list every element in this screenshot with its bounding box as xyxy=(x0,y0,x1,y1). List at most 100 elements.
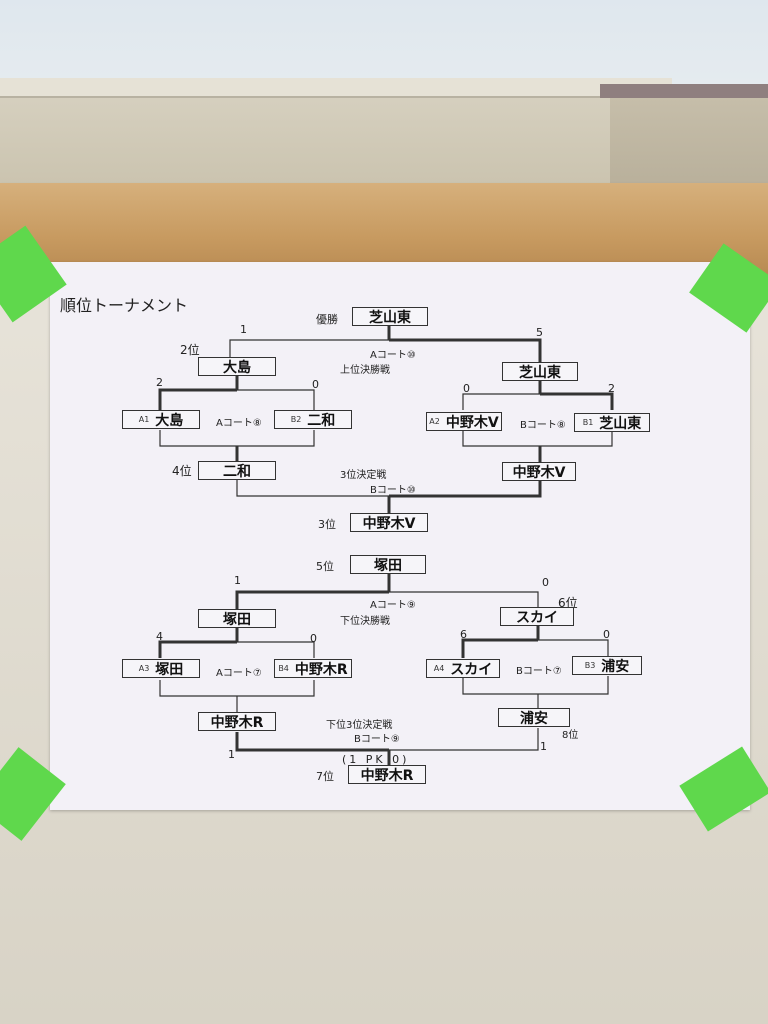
eighth-label: 8位 xyxy=(562,730,579,741)
sheet-title: 順位トーナメント xyxy=(60,296,189,315)
lower-semi-left-box: 塚田 xyxy=(198,609,276,628)
line-upper-final-right xyxy=(389,338,542,362)
champion-team: 芝山東 xyxy=(369,309,411,326)
line-a4 xyxy=(461,638,538,658)
b1-team: 芝山東 xyxy=(599,415,642,432)
a2-team: 中野木V xyxy=(445,414,499,431)
seventh-box: 中野木R xyxy=(348,765,426,784)
line-b3 xyxy=(538,639,609,656)
semi-left-winner-box: 大島 xyxy=(198,357,276,376)
lower-loser-right-box: 浦安 xyxy=(498,708,570,727)
lower-final-court: Aコート⑨ xyxy=(370,600,416,611)
line-b2 xyxy=(237,389,315,410)
fifth-label: 5位 xyxy=(316,560,334,573)
lower-playoff-label: 下位3位決定戦 xyxy=(326,720,393,731)
a3-score: 4 xyxy=(156,630,163,643)
a4-score: 6 xyxy=(460,628,467,641)
line-third-right xyxy=(389,480,542,498)
playoff-score-left: 1 xyxy=(228,748,235,761)
upper-final-label: 上位決勝戦 xyxy=(340,365,390,376)
upper-court-right: Bコート⑧ xyxy=(520,420,566,431)
a4-team: スカイ xyxy=(450,661,493,678)
a2-score: 0 xyxy=(463,382,470,395)
semi-right-loser-box: 中野木V xyxy=(502,462,576,481)
line-playoff-left xyxy=(235,732,389,752)
lower-semi-right-box: スカイ xyxy=(500,607,574,626)
a3-team: 塚田 xyxy=(155,661,184,678)
semi-right-winner-box: 芝山東 xyxy=(502,362,578,381)
lower-loser-right: 浦安 xyxy=(520,710,548,727)
line-playoff-right xyxy=(389,728,539,751)
line-third-left xyxy=(236,480,389,497)
lower-court-left: Aコート⑦ xyxy=(216,668,262,679)
upper-final-score-right: 5 xyxy=(536,326,543,339)
third-playoff-court: Bコート⑩ xyxy=(370,485,416,496)
fourth-team: 二和 xyxy=(223,463,251,480)
lower-semi-right-winner: スカイ xyxy=(516,609,558,626)
upper-court-left: Aコート⑧ xyxy=(216,418,262,429)
line-a3 xyxy=(158,640,237,658)
runner-up-label: 2位 xyxy=(180,343,200,357)
pk-note: (1 PK 0) xyxy=(342,753,410,766)
lower-playoff-court: Bコート⑨ xyxy=(354,734,400,745)
fourth-label: 4位 xyxy=(172,464,192,478)
line-lower-right-bottom xyxy=(462,676,609,695)
semi-right-loser: 中野木V xyxy=(512,464,566,481)
third-team: 中野木V xyxy=(362,515,416,532)
line-a2 xyxy=(462,393,540,410)
third-label: 3位 xyxy=(318,518,336,531)
line-upper-right-bottom xyxy=(462,430,613,447)
fourth-box: 二和 xyxy=(198,461,276,480)
bracket-paper xyxy=(50,262,750,810)
playoff-score-right: 1 xyxy=(540,740,547,753)
lower-loser-left: 中野木R xyxy=(210,714,264,731)
lower-final-label: 下位決勝戦 xyxy=(340,616,390,627)
building xyxy=(0,78,640,198)
champion-label: 優勝 xyxy=(316,313,338,326)
sixth-label: 6位 xyxy=(558,596,578,610)
a1-team: 大島 xyxy=(155,412,184,429)
building-roof xyxy=(0,78,672,98)
third-box: 中野木V xyxy=(350,513,428,532)
semi-right-winner: 芝山東 xyxy=(519,364,561,381)
seventh-team: 中野木R xyxy=(360,767,414,784)
champion-box: 芝山東 xyxy=(352,307,428,326)
lower-final-score-right: 0 xyxy=(542,576,549,589)
b4-team: 中野木R xyxy=(294,661,348,678)
line-b1 xyxy=(540,392,614,410)
b2-score: 0 xyxy=(312,378,319,391)
line-lower-left-bottom xyxy=(159,680,315,697)
upper-final-court: Aコート⑩ xyxy=(370,350,416,361)
wooden-beam xyxy=(0,183,768,275)
lower-loser-left-box: 中野木R xyxy=(198,712,276,731)
lower-semi-left-winner: 塚田 xyxy=(223,611,251,628)
b2-team: 二和 xyxy=(307,412,336,429)
line-a1 xyxy=(158,388,237,410)
line-upper-left-bottom xyxy=(159,430,315,447)
b1-score: 2 xyxy=(608,382,615,395)
fifth-team: 塚田 xyxy=(374,557,402,574)
b4-score: 0 xyxy=(310,632,317,645)
lower-final-score-left: 1 xyxy=(234,574,241,587)
line-lower-final-left xyxy=(235,590,389,610)
upper-final-score-left: 1 xyxy=(240,323,247,336)
lower-court-right: Bコート⑦ xyxy=(516,666,562,677)
b3-team: 浦安 xyxy=(601,658,630,675)
building-right-roof xyxy=(600,84,768,98)
third-playoff-label: 3位決定戦 xyxy=(340,470,387,481)
seventh-label: 7位 xyxy=(316,770,334,783)
line-b4 xyxy=(237,641,315,658)
a1-score: 2 xyxy=(156,376,163,389)
fifth-box: 塚田 xyxy=(350,555,426,574)
b3-score: 0 xyxy=(603,628,610,641)
line-lower-final-right xyxy=(389,591,539,608)
